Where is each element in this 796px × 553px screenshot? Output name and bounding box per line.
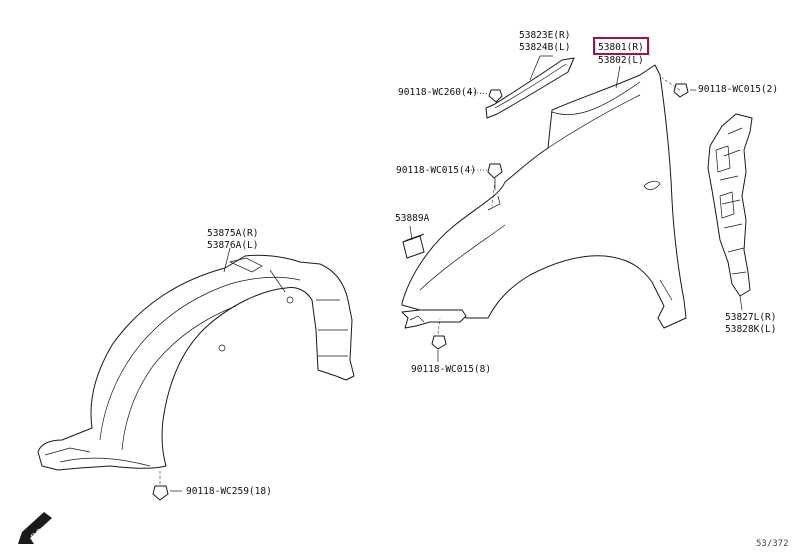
label-fender-r[interactable]: 53801(R) xyxy=(598,42,644,53)
label-clip-liner[interactable]: 90118-WC259(18) xyxy=(186,486,272,497)
label-bolt-right[interactable]: 90118-WC015(2) xyxy=(698,84,778,95)
fender-upper-seal[interactable] xyxy=(485,57,575,119)
label-fender-l[interactable]: 53802(L) xyxy=(598,55,644,66)
fender-liner[interactable] xyxy=(37,254,355,471)
bolt-icon xyxy=(431,335,447,350)
highlight-box xyxy=(593,37,649,55)
label-seal-side-l[interactable]: 53828K(L) xyxy=(725,324,776,335)
label-pad[interactable]: 53889A xyxy=(395,213,430,224)
clip-icon xyxy=(488,89,503,103)
fwd-arrow-icon: FWD xyxy=(18,512,52,544)
fender-side-seal[interactable] xyxy=(707,113,753,297)
label-seal-upper-r[interactable]: 53823E(R) xyxy=(519,30,570,41)
label-clip-upper[interactable]: 90118-WC260(4) xyxy=(398,87,478,98)
clip-icon xyxy=(152,485,169,501)
bolt-icon xyxy=(673,83,689,98)
label-seal-side-r[interactable]: 53827L(R) xyxy=(725,312,776,323)
page-reference: 53/372 xyxy=(756,539,789,549)
label-liner-r[interactable]: 53875A(R) xyxy=(207,228,258,239)
label-seal-upper-l[interactable]: 53824B(L) xyxy=(519,42,570,53)
fender-pad[interactable] xyxy=(402,233,425,259)
label-bolt-bottom[interactable]: 90118-WC015(8) xyxy=(411,364,491,375)
front-fender[interactable] xyxy=(401,64,687,329)
label-liner-l[interactable]: 53876A(L) xyxy=(207,240,258,251)
label-bolt-mid[interactable]: 90118-WC015(4) xyxy=(396,165,476,176)
bolt-icon xyxy=(487,163,503,190)
